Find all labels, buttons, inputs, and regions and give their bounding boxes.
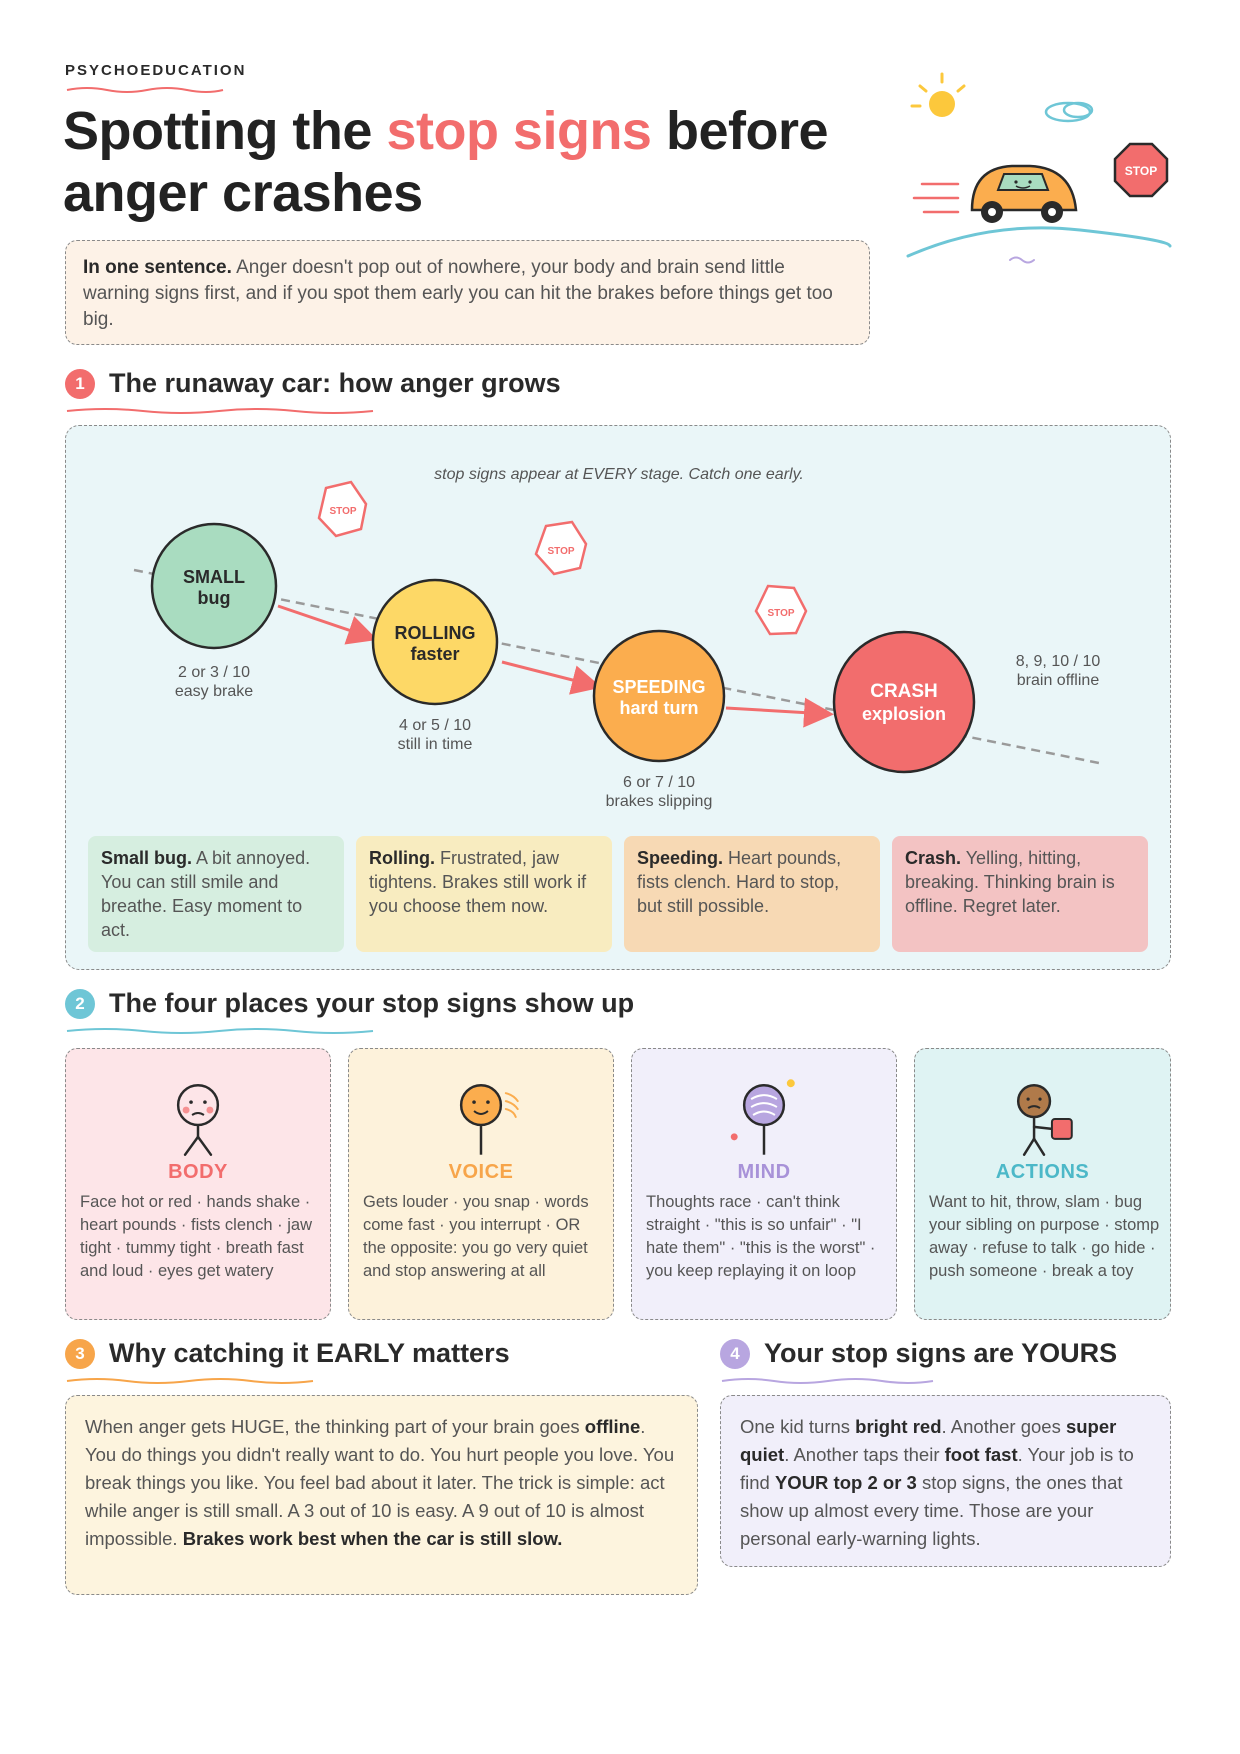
section-4-header: 4 Your stop signs are YOURS [720,1338,1117,1369]
eyebrow-underline [66,87,224,93]
arrow-1 [277,604,378,645]
stage-rating: 8, 9, 10 / 10 [1016,653,1101,670]
place-card-actions: ACTIONS Want to hit, throw, slam · bug y… [914,1048,1171,1320]
stage-circle-crash: CRASH explosion [832,630,976,774]
stop-sign-icon: STOP [1113,142,1169,198]
stage-card-rolling: Rolling. Frustrated, jaw tightens. Brake… [356,836,612,952]
voice-face-icon [459,1083,519,1155]
arrow-3 [725,697,834,728]
place-text: Gets louder · you snap · words come fast… [363,1193,589,1280]
svg-text:STOP: STOP [329,506,356,517]
stage-card-crash: Crash. Yelling, hitting, breaking. Think… [892,836,1148,952]
section-title: Why catching it EARLY matters [109,1338,510,1368]
section-title: Your stop signs are YOURS [764,1338,1118,1368]
place-text: Thoughts race · can't think straight · "… [646,1193,876,1280]
svg-text:STOP: STOP [767,608,794,619]
runaway-car-panel: stop signs appear at EVERY stage. Catch … [65,425,1171,970]
stop-sign-icon: STOP [317,480,368,538]
speed-lines-icon [912,182,960,214]
summary-box: In one sentence. Anger doesn't pop out o… [65,240,870,345]
svg-text:faster: faster [410,644,459,664]
arrow-2 [501,660,602,695]
stage-circle-speeding: SPEEDING hard turn [592,629,726,763]
early-matters-box: When anger gets HUGE, the thinking part … [65,1395,698,1595]
stage-rating: 2 or 3 / 10 [178,664,250,681]
page-title: Spotting the stop signs before anger cra… [63,101,829,223]
hero-illustration: STOP [906,72,1172,264]
section-3-header: 3 Why catching it EARLY matters [65,1338,510,1369]
svg-text:STOP: STOP [547,546,574,557]
mind-swirl-icon [730,1079,795,1155]
stage-rating: 4 or 5 / 10 [399,717,471,734]
sun-icon [910,72,966,117]
eyebrow: PSYCHOEDUCATION [65,62,247,79]
section-4-underline [721,1378,934,1384]
svg-text:STOP: STOP [1125,164,1157,178]
svg-text:SPEEDING: SPEEDING [612,677,705,697]
place-name: MIND [737,1161,791,1183]
stage-note: brain offline [1017,672,1100,689]
svg-text:ROLLING: ROLLING [395,623,476,643]
svg-text:CRASH: CRASH [870,681,938,702]
place-text: Face hot or red · hands shake · heart po… [80,1193,313,1280]
cloud-icon [1044,101,1094,123]
stage-card-speeding: Speeding. Heart pounds, fists clench. Ha… [624,836,880,952]
section-2-header: 2 The four places your stop signs show u… [65,988,634,1019]
svg-text:bug: bug [198,588,231,608]
stop-sign-icon: STOP [534,520,588,576]
place-card-mind: MIND Thoughts race · can't think straigh… [631,1048,897,1320]
stop-sign-icon: STOP [754,584,808,636]
stage-note: brakes slipping [606,793,713,810]
anger-stages-diagram: stop signs appear at EVERY stage. Catch … [133,466,1105,810]
yours-box: One kid turns bright red. Another goes s… [720,1395,1171,1567]
squiggle-deco [1009,256,1035,264]
section-2-underline [66,1028,374,1034]
stage-circle-rolling: ROLLING faster [371,578,499,706]
place-name: VOICE [448,1161,514,1183]
section-number: 4 [720,1338,750,1369]
section-number: 2 [65,988,95,1019]
place-text: Want to hit, throw, slam · bug your sibl… [929,1193,1160,1280]
stage-note: easy brake [175,683,253,700]
section-title: The four places your stop signs show up [109,988,635,1018]
body-face-icon [176,1083,220,1156]
diagram-caption: stop signs appear at EVERY stage. Catch … [434,466,804,483]
place-name: BODY [168,1161,228,1183]
stage-card-small-bug: Small bug. A bit annoyed. You can still … [88,836,344,952]
svg-text:hard turn: hard turn [620,698,699,718]
place-card-body: BODY Face hot or red · hands shake · hea… [65,1048,331,1320]
car-icon [970,164,1078,223]
actions-figure-icon [1016,1084,1073,1156]
section-3-underline [66,1378,314,1384]
road-line [906,226,1172,258]
section-title: The runaway car: how anger grows [109,368,561,398]
section-number: 1 [65,368,95,399]
section-1-underline [66,408,374,414]
section-number: 3 [65,1338,95,1369]
stage-circle-small-bug: SMALL bug [150,522,278,650]
svg-text:explosion: explosion [862,704,946,724]
place-name: ACTIONS [995,1161,1090,1183]
stage-rating: 6 or 7 / 10 [623,774,695,791]
place-card-voice: VOICE Gets louder · you snap · words com… [348,1048,614,1320]
section-1-header: 1 The runaway car: how anger grows [65,368,561,399]
svg-text:SMALL: SMALL [183,567,245,587]
stage-note: still in time [398,736,473,753]
